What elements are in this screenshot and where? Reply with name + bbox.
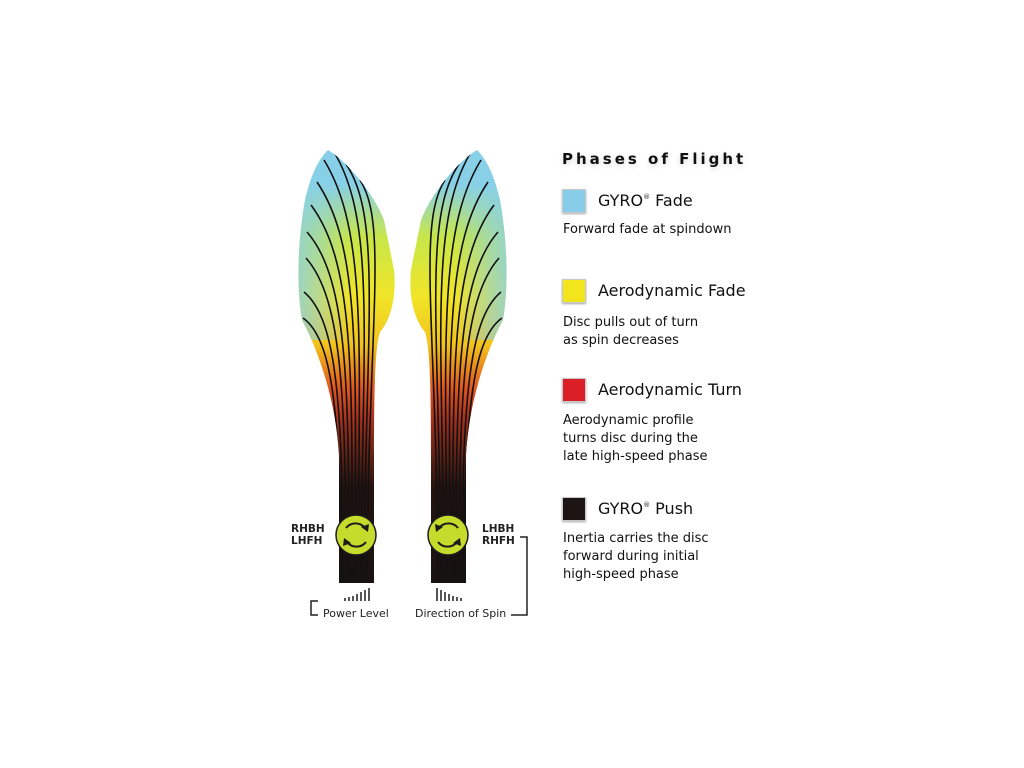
gyro-push-swatch [562,497,586,521]
power-level-label: Power Level [323,607,389,620]
power-level-bracket [310,600,318,616]
spin-clockwise-icon [335,514,377,556]
direction-of-spin-label: Direction of Spin [415,607,507,620]
spin-counterclockwise-icon [427,514,469,556]
aerodynamic-fade-swatch [562,279,586,303]
legend-title: Phases of Flight [562,150,747,168]
power-level-bars-mirrored-icon [436,588,462,601]
gyro-fade-swatch [562,189,586,213]
legend-item-description: Inertia carries the disc forward during … [563,531,709,582]
legend-item-label: Aerodynamic Fade [598,281,746,300]
aerodynamic-turn-swatch [562,378,586,402]
legend-item-description: Aerodynamic profile turns disc during th… [563,413,708,464]
legend-item-label: Aerodynamic Turn [598,380,742,399]
right-throw-label: LHBH RHFH [482,523,515,547]
legend-item-label: GYRO® Push [598,499,694,518]
power-level-bars-icon [344,588,370,601]
legend-item-description: Disc pulls out of turn as spin decreases [563,315,699,348]
direction-of-spin-bracket [511,536,528,616]
legend-item-description: Forward fade at spindown [563,222,732,237]
left-throw-label: RHBH LHFH [291,523,325,547]
legend-item-label: GYRO® Fade [598,191,693,210]
